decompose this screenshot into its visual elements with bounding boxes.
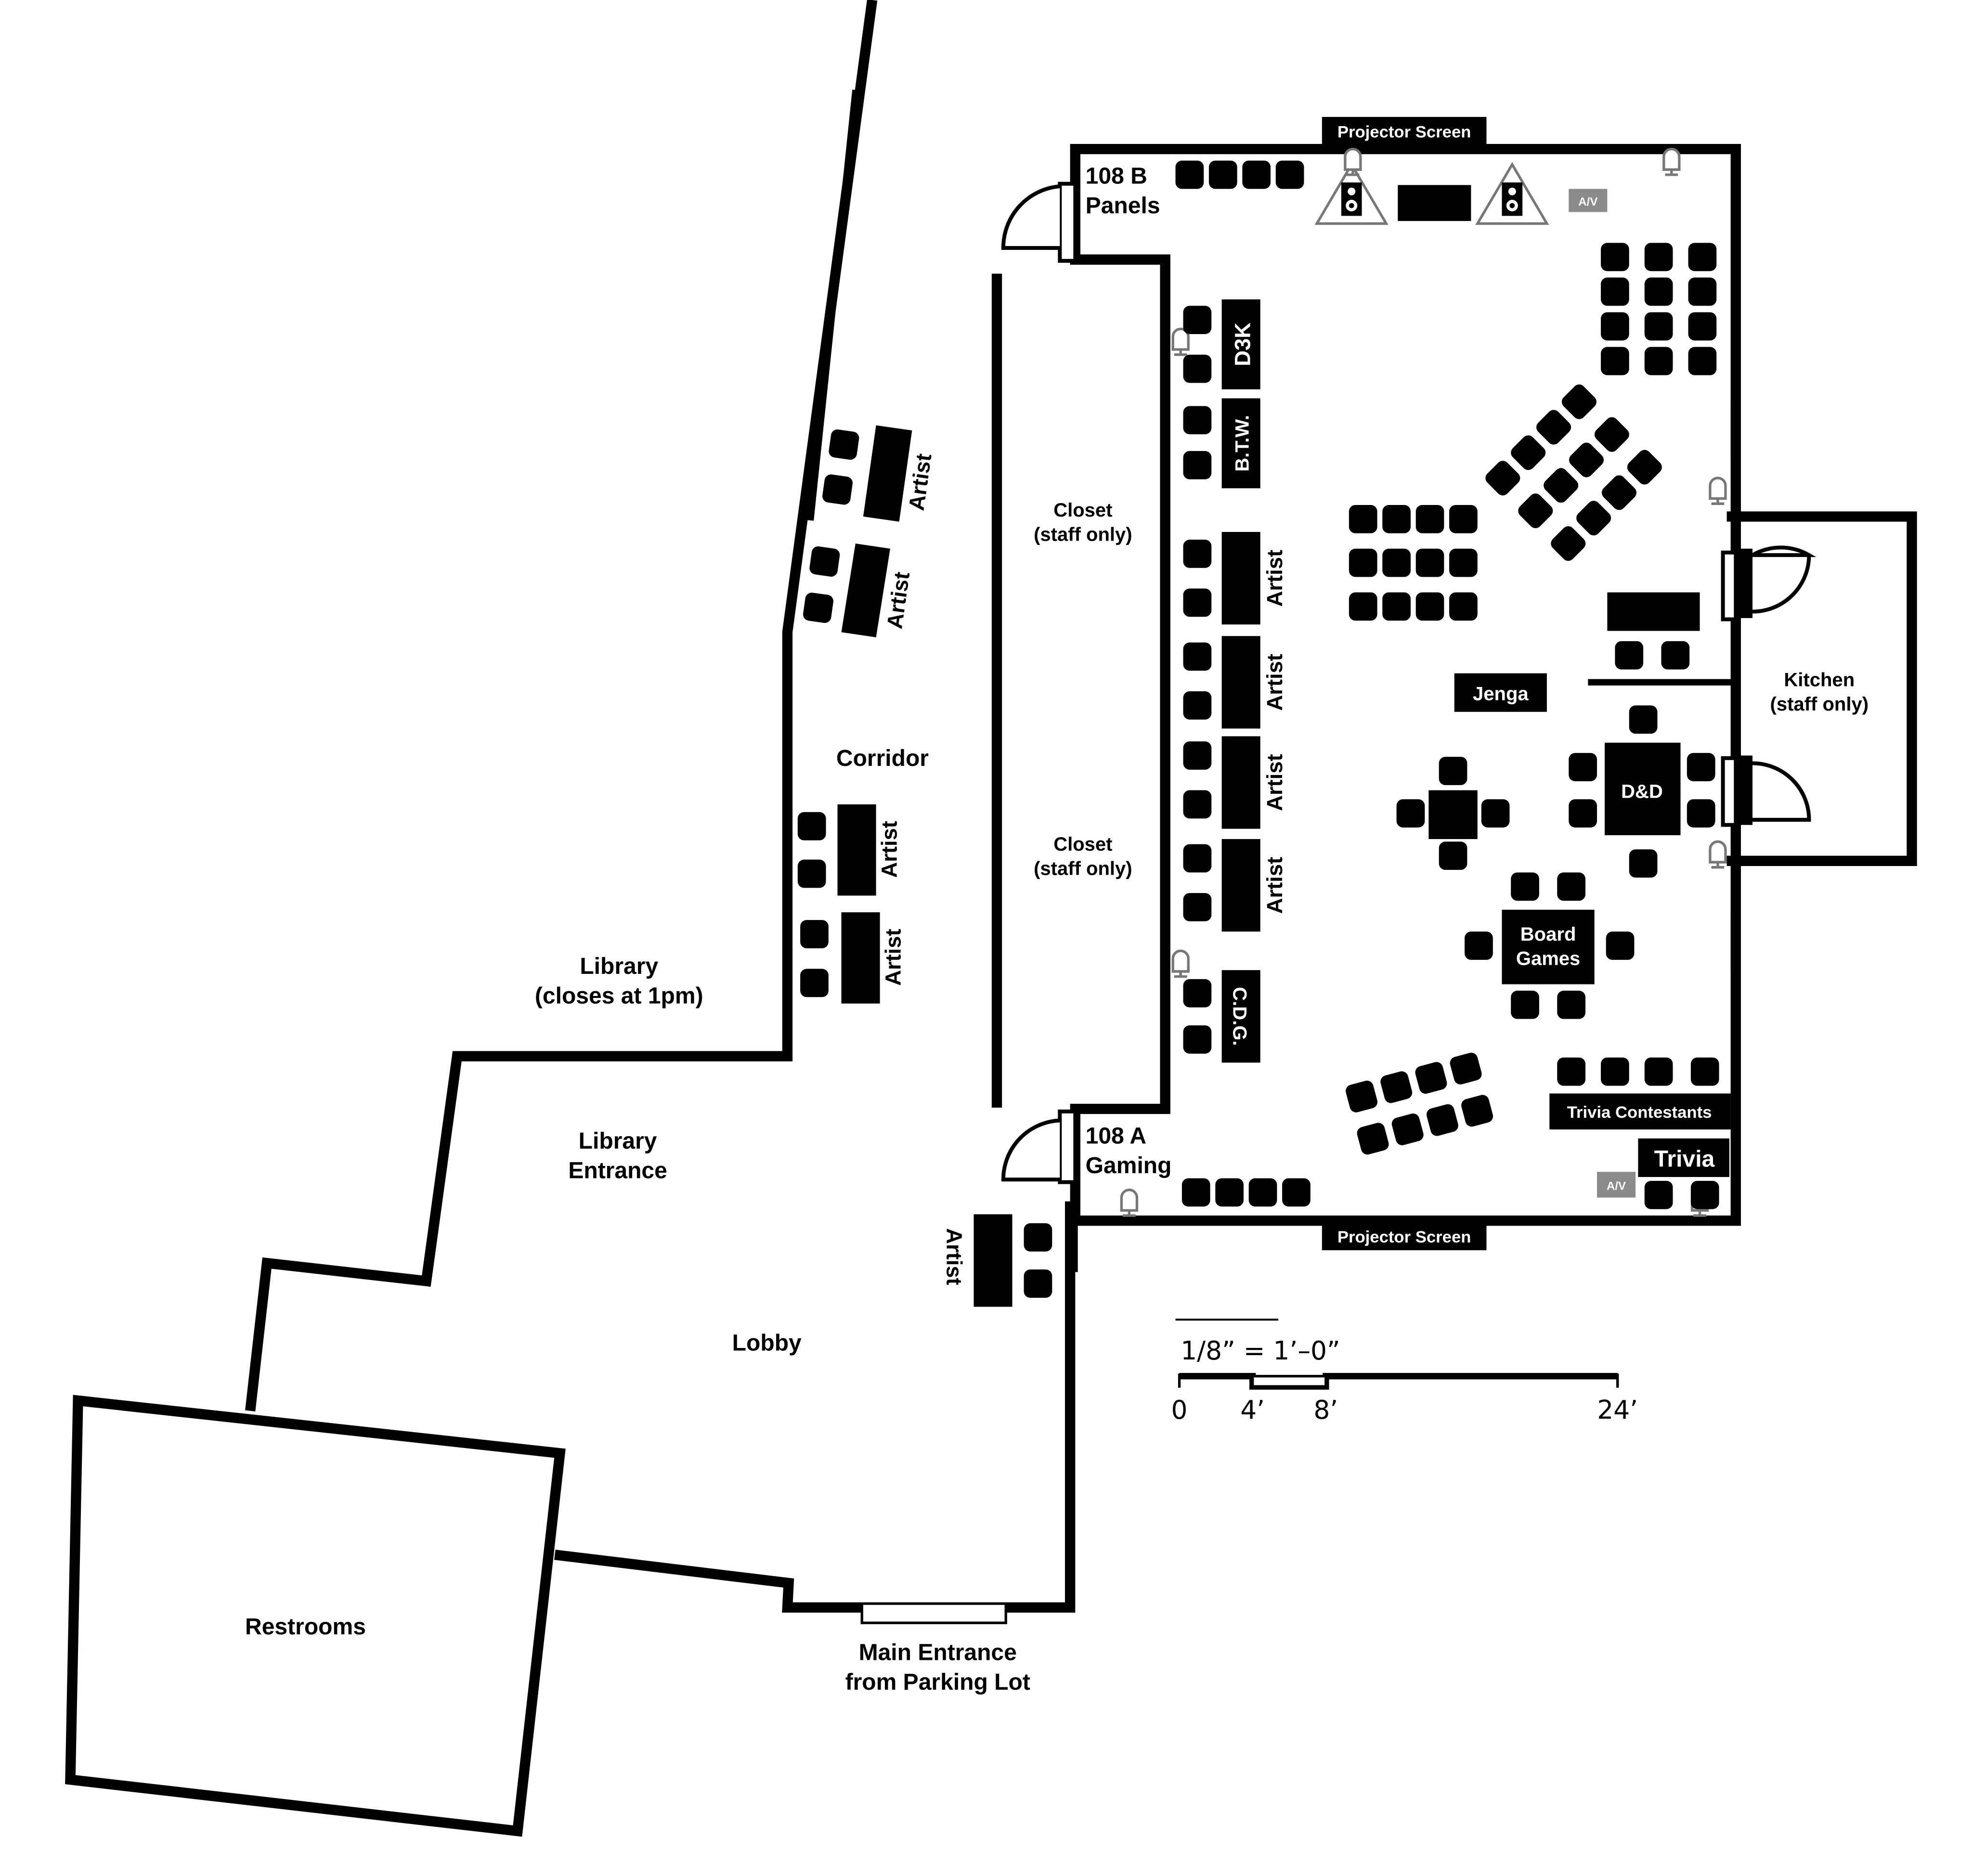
kitchen-door-lower[interactable] [1721, 755, 1811, 827]
svg-text:Main Entrance: Main Entrance [859, 1640, 1017, 1666]
svg-text:Artist: Artist [1262, 654, 1287, 711]
closet-label-lower: Closet (staff only) [1034, 834, 1132, 880]
svg-text:(closes at 1pm): (closes at 1pm) [535, 983, 703, 1009]
library-label: Library (closes at 1pm) [535, 954, 703, 1009]
artist-table: Artist [841, 912, 905, 1004]
svg-text:Artist: Artist [877, 821, 901, 878]
main-entrance-door[interactable] [860, 1602, 1007, 1624]
svg-text:Artist: Artist [882, 570, 914, 630]
lobby-label: Lobby [732, 1330, 802, 1356]
dnd-table: D&D [1605, 742, 1681, 835]
scale-tick: 8’ [1313, 1395, 1338, 1425]
lamp-icon [1121, 1190, 1137, 1216]
svg-text:Library: Library [580, 954, 658, 979]
svg-text:D&D: D&D [1621, 781, 1663, 802]
lamp-icon [1664, 149, 1679, 175]
svg-text:D3K: D3K [1230, 323, 1255, 366]
svg-text:108 B: 108 B [1086, 164, 1147, 189]
scale-ratio: 1/8” = 1’–0” [1181, 1335, 1340, 1366]
trivia-contestants-table: Trivia Contestants [1549, 1093, 1731, 1130]
svg-text:Artist: Artist [942, 1228, 966, 1285]
svg-text:Entrance: Entrance [568, 1158, 667, 1184]
scale-tick: 4’ [1240, 1395, 1265, 1425]
board-games-table: Board Games [1502, 909, 1595, 984]
room-label-108b: 108 B Panels [1086, 164, 1160, 219]
artist-table: Artist [1221, 736, 1287, 829]
building-walls [65, 0, 1917, 1837]
panel-table [1398, 185, 1471, 221]
projector-screen-top: Projector Screen [1322, 116, 1487, 145]
artist-table: Artist [1221, 636, 1287, 729]
svg-text:Library: Library [579, 1128, 657, 1154]
artist-table: Artist [841, 543, 914, 637]
svg-text:Artist: Artist [1262, 550, 1287, 607]
artist-table: Artist [1221, 839, 1287, 932]
main-entrance-label: Main Entrance from Parking Lot [845, 1640, 1030, 1695]
svg-text:Board: Board [1520, 924, 1576, 945]
svg-text:Gaming: Gaming [1086, 1153, 1172, 1178]
artist-table: Artist [1221, 532, 1287, 625]
door-108a[interactable] [1001, 1109, 1077, 1184]
svg-text:Artist: Artist [1262, 857, 1287, 914]
svg-text:Trivia: Trivia [1654, 1147, 1715, 1172]
scale-tick: 0 [1171, 1395, 1188, 1425]
library-entrance-label: Library Entrance [568, 1128, 667, 1183]
svg-text:A/V: A/V [1607, 1180, 1626, 1193]
restrooms-label: Restrooms [245, 1614, 366, 1640]
artist-table: Artist [837, 804, 901, 896]
vendor-table-d3k: D3K [1221, 299, 1260, 389]
svg-text:Closet: Closet [1053, 834, 1112, 855]
svg-text:Artist: Artist [1262, 754, 1287, 811]
lamp-icon [1710, 841, 1726, 867]
closet-label-upper: Closet (staff only) [1034, 500, 1132, 545]
svg-text:Artist: Artist [904, 452, 936, 512]
svg-text:A/V: A/V [1578, 195, 1597, 208]
game-table [1428, 790, 1478, 839]
scale-bar: 1/8” = 1’–0” 0 4’ 8’ 24’ [1171, 1319, 1638, 1425]
jenga-side-table [1607, 592, 1700, 631]
svg-text:Games: Games [1516, 948, 1580, 970]
svg-text:Closet: Closet [1053, 500, 1112, 521]
trivia-host-table: Trivia [1638, 1138, 1729, 1177]
svg-text:B.T.W.: B.T.W. [1232, 415, 1253, 472]
room-label-108a: 108 A Gaming [1086, 1124, 1172, 1178]
lamp-icon [1710, 478, 1726, 504]
lamp-icon [1173, 951, 1188, 976]
svg-text:Panels: Panels [1086, 193, 1160, 219]
artist-table: Artist [863, 425, 936, 522]
kitchen-label: Kitchen (staff only) [1770, 669, 1869, 715]
projector-screen-bottom: Projector Screen [1322, 1222, 1487, 1251]
vendor-table-cdg: C.D.G. [1221, 970, 1260, 1063]
speaker-icon [1478, 165, 1547, 224]
door-108b[interactable] [1001, 181, 1077, 263]
svg-text:Jenga: Jenga [1473, 684, 1529, 705]
svg-text:Projector Screen: Projector Screen [1337, 1228, 1471, 1246]
svg-text:C.D.G.: C.D.G. [1229, 987, 1250, 1046]
svg-text:from Parking Lot: from Parking Lot [845, 1669, 1030, 1695]
corridor-label: Corridor [836, 746, 929, 771]
kitchen-door-upper[interactable] [1721, 545, 1817, 621]
svg-text:Trivia Contestants: Trivia Contestants [1567, 1103, 1712, 1122]
svg-text:(staff only): (staff only) [1034, 858, 1132, 880]
restrooms-outline [65, 1395, 566, 1837]
av-station-panels: A/V [1569, 189, 1608, 212]
artist-table: Artist [942, 1214, 1012, 1307]
lamp-icon [1345, 149, 1361, 175]
svg-text:Artist: Artist [881, 929, 905, 985]
svg-text:Projector Screen: Projector Screen [1337, 123, 1471, 142]
svg-text:Kitchen: Kitchen [1784, 669, 1855, 690]
svg-text:(staff only): (staff only) [1770, 694, 1869, 715]
closet-doors [1160, 401, 1739, 971]
scale-tick: 24’ [1597, 1395, 1638, 1425]
svg-text:108 A: 108 A [1086, 1124, 1146, 1149]
svg-text:(staff only): (staff only) [1034, 524, 1132, 545]
av-station-gaming: A/V [1597, 1172, 1636, 1198]
vendor-table-btw: B.T.W. [1221, 398, 1260, 489]
jenga-table: Jenga [1454, 673, 1547, 712]
